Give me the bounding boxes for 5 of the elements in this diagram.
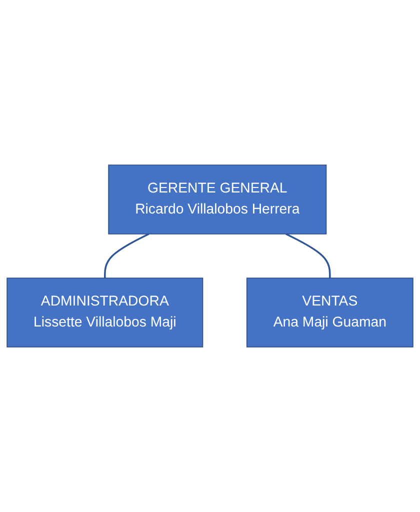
- node-box: GERENTE GENERAL Ricardo Villalobos Herrera: [108, 164, 327, 234]
- connector: [286, 233, 331, 278]
- connector: [104, 233, 150, 278]
- node-box: VENTAS Ana Maji Guaman: [246, 278, 414, 348]
- node-box: ADMINISTRADORA Lissette Villalobos Maji: [6, 278, 204, 348]
